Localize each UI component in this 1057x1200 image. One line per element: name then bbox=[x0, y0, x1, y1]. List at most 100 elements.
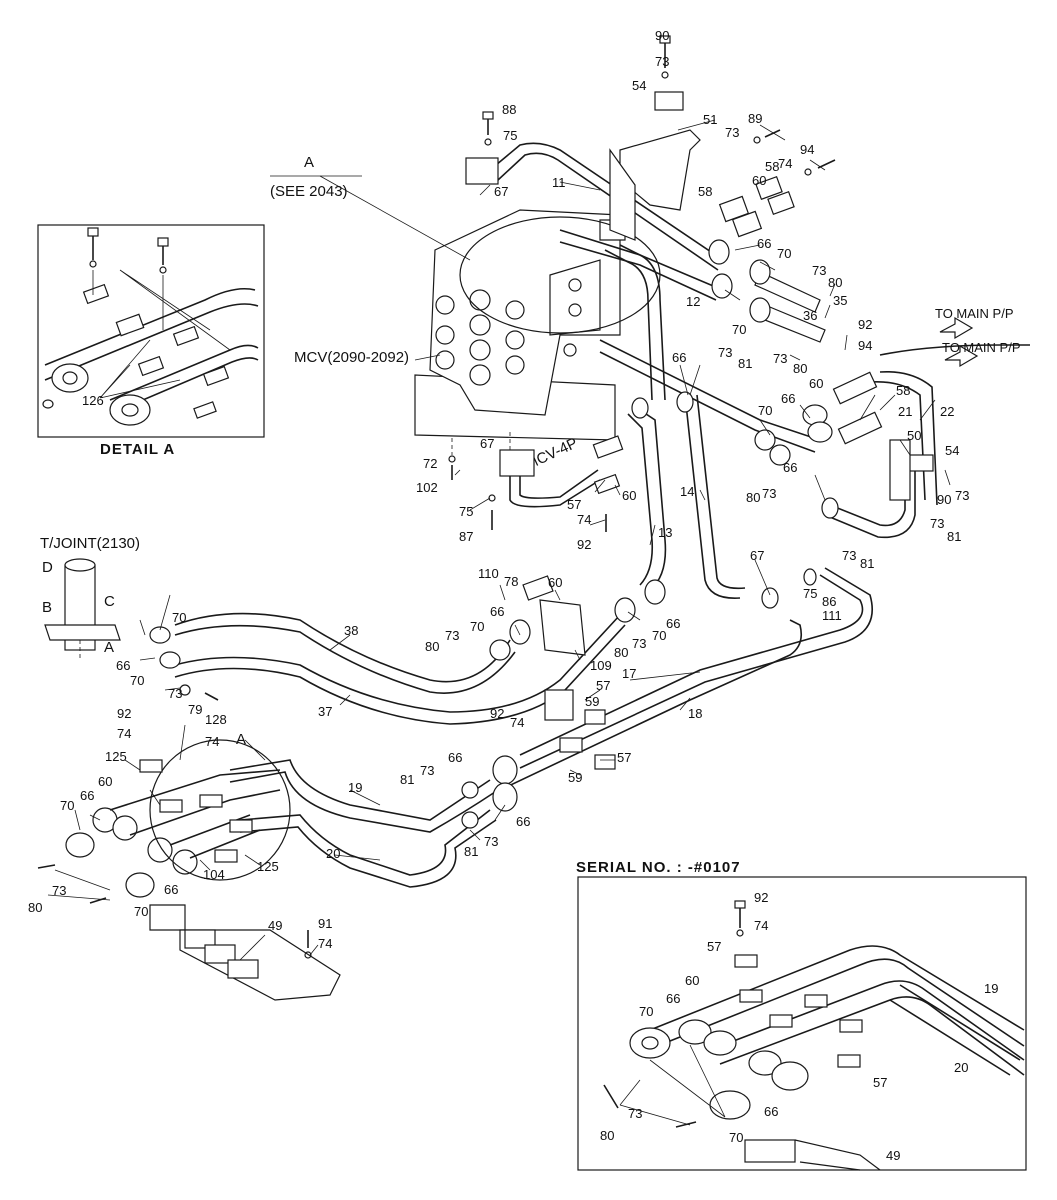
part-no-87: 87 bbox=[459, 529, 473, 544]
part-no-81: 81 bbox=[400, 772, 414, 787]
lower-callout-a: A bbox=[236, 731, 246, 748]
part-no-109: 109 bbox=[590, 658, 612, 673]
port-c-label: C bbox=[104, 593, 115, 610]
part-no-86: 86 bbox=[822, 594, 836, 609]
part-no-88: 88 bbox=[502, 102, 516, 117]
part-no-73: 73 bbox=[955, 488, 969, 503]
serial-caption: SERIAL NO. : -#0107 bbox=[576, 859, 741, 876]
mcv-4p-block bbox=[499, 449, 535, 477]
part-no-70: 70 bbox=[60, 798, 74, 813]
to-main-pump-label-2: TO MAIN P/P bbox=[942, 340, 1021, 355]
serial-part-74: 74 bbox=[754, 918, 768, 933]
part-no-66: 66 bbox=[164, 882, 178, 897]
part-no-37: 37 bbox=[318, 704, 332, 719]
part-no-80: 80 bbox=[425, 639, 439, 654]
part-no-66: 66 bbox=[490, 604, 504, 619]
part-no-81: 81 bbox=[464, 844, 478, 859]
lower-detail-a-circle bbox=[149, 739, 291, 881]
part-no-66: 66 bbox=[666, 616, 680, 631]
part-no-70: 70 bbox=[758, 403, 772, 418]
pipe-runs bbox=[174, 142, 1030, 888]
main-control-valve bbox=[414, 209, 661, 441]
part-no-58: 58 bbox=[896, 383, 910, 398]
part-no-92: 92 bbox=[117, 706, 131, 721]
part-no-74: 74 bbox=[318, 936, 332, 951]
part-no-66: 66 bbox=[757, 236, 771, 251]
serial-part-57: 57 bbox=[873, 1075, 887, 1090]
part-no-60: 60 bbox=[98, 774, 112, 789]
part-no-94: 94 bbox=[800, 142, 814, 157]
part-no-102: 102 bbox=[416, 480, 438, 495]
part-no-80: 80 bbox=[28, 900, 42, 915]
part-no-75: 75 bbox=[503, 128, 517, 143]
part-no-73: 73 bbox=[445, 628, 459, 643]
part-no-51: 51 bbox=[703, 112, 717, 127]
part-no-66: 66 bbox=[448, 750, 462, 765]
part-no-79: 79 bbox=[188, 702, 202, 717]
part-no-80: 80 bbox=[828, 275, 842, 290]
part-no-70: 70 bbox=[134, 904, 148, 919]
part-no-60: 60 bbox=[809, 376, 823, 391]
part-no-57: 57 bbox=[596, 678, 610, 693]
detail-a-inset: 126 bbox=[37, 224, 265, 438]
part-no-70: 70 bbox=[172, 610, 186, 625]
part-no-36: 36 bbox=[803, 308, 817, 323]
part-no-66: 66 bbox=[672, 350, 686, 365]
part-no-67: 67 bbox=[750, 548, 764, 563]
serial-part-92: 92 bbox=[754, 890, 768, 905]
part-no-49: 49 bbox=[268, 918, 282, 933]
part-no-74: 74 bbox=[117, 726, 131, 741]
part-no-128: 128 bbox=[205, 712, 227, 727]
part-no-20: 20 bbox=[326, 846, 340, 861]
serial-part-19: 19 bbox=[984, 981, 998, 996]
part-no-74: 74 bbox=[205, 734, 219, 749]
part-no-80: 80 bbox=[614, 645, 628, 660]
part-no-73: 73 bbox=[842, 548, 856, 563]
part-no-73: 73 bbox=[718, 345, 732, 360]
part-no-38: 38 bbox=[344, 623, 358, 638]
serial-part-66: 66 bbox=[764, 1104, 778, 1119]
part-no-89: 89 bbox=[748, 111, 762, 126]
part-no-58: 58 bbox=[698, 184, 712, 199]
part-no-70: 70 bbox=[732, 322, 746, 337]
part-no-54: 54 bbox=[632, 78, 646, 93]
port-d-label: D bbox=[42, 559, 53, 576]
clamp-54 bbox=[654, 91, 684, 111]
part-no-78: 78 bbox=[504, 574, 518, 589]
part-no-73: 73 bbox=[725, 125, 739, 140]
hardware-parts bbox=[37, 35, 979, 1001]
part-no-60: 60 bbox=[548, 575, 562, 590]
serial-part-70: 70 bbox=[639, 1004, 653, 1019]
part-no-73: 73 bbox=[168, 686, 182, 701]
part-no-70: 70 bbox=[130, 673, 144, 688]
part-no-60: 60 bbox=[622, 488, 636, 503]
part-no-73: 73 bbox=[655, 54, 669, 69]
see-2043-label: (SEE 2043) bbox=[270, 183, 348, 200]
part-number-labels: 90 73 54 51 88 75 89 73 94 11 67 58 60 7… bbox=[28, 28, 998, 1163]
serial-part-66: 66 bbox=[666, 991, 680, 1006]
part-no-73: 73 bbox=[930, 516, 944, 531]
flange-block bbox=[465, 157, 499, 185]
serial-part-60: 60 bbox=[685, 973, 699, 988]
part-no-72: 72 bbox=[423, 456, 437, 471]
part-no-66: 66 bbox=[516, 814, 530, 829]
part-no-67: 67 bbox=[494, 184, 508, 199]
part-no-81: 81 bbox=[947, 529, 961, 544]
part-no-70: 70 bbox=[652, 628, 666, 643]
part-no-73: 73 bbox=[762, 486, 776, 501]
part-no-126: 126 bbox=[82, 393, 104, 408]
part-no-59: 59 bbox=[568, 770, 582, 785]
part-no-90: 90 bbox=[655, 28, 669, 43]
part-no-66: 66 bbox=[116, 658, 130, 673]
t-joint-label: T/JOINT(2130) bbox=[40, 535, 140, 552]
detail-a-frame bbox=[37, 224, 265, 438]
part-no-80: 80 bbox=[793, 361, 807, 376]
part-no-57: 57 bbox=[567, 497, 581, 512]
part-no-66: 66 bbox=[781, 391, 795, 406]
serial-part-70: 70 bbox=[729, 1130, 743, 1145]
part-no-67: 67 bbox=[480, 436, 494, 451]
part-no-75: 75 bbox=[803, 586, 817, 601]
serial-part-49: 49 bbox=[886, 1148, 900, 1163]
part-no-70: 70 bbox=[470, 619, 484, 634]
